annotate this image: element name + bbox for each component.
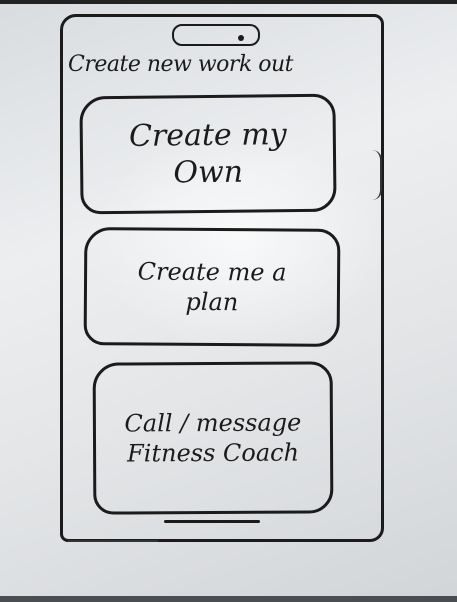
contact-coach-button[interactable]: Call / message Fitness Coach	[92, 361, 334, 515]
phone-frame	[60, 14, 384, 542]
home-indicator[interactable]	[164, 520, 260, 523]
bottom-edge	[0, 596, 457, 602]
create-my-own-label: Create my Own	[128, 116, 287, 191]
bottom-stroke	[68, 540, 158, 542]
camera-icon	[238, 35, 244, 41]
speaker-notch	[172, 24, 260, 46]
create-plan-label: Create me a plan	[137, 257, 287, 317]
phone-side-button	[372, 150, 382, 200]
contact-coach-label: Call / message Fitness Coach	[124, 408, 302, 468]
top-edge	[0, 0, 457, 4]
create-plan-button[interactable]: Create me a plan	[83, 227, 341, 347]
create-my-own-button[interactable]: Create my Own	[79, 93, 337, 215]
page-title: Create new work out	[68, 52, 294, 77]
